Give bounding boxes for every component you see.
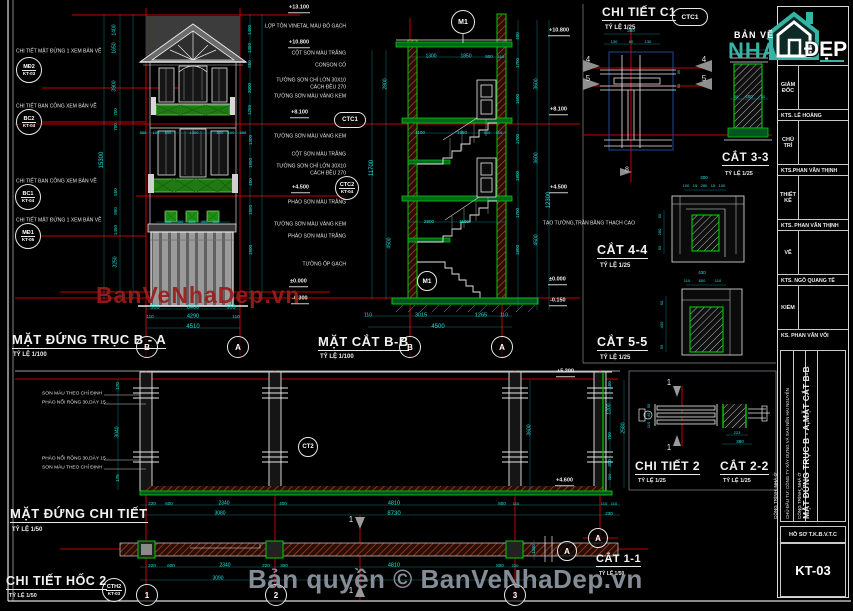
scale-cut-22: TỶ LỆ 1/25 [723,478,751,484]
detail-facade [104,371,625,516]
scale-cut-55: TỶ LỆ 1/25 [600,355,631,361]
scale-cut-11: TỶ LỆ 1/50 [599,571,625,577]
title-cut-11: CẮT 1-1 [596,553,642,567]
scale-detail-facade: TỶ LỆ 1/50 [12,527,43,533]
detail-2 [638,386,770,446]
title-section-bb: MẶT CẮT B-B [318,334,409,351]
cut-4-4 [663,189,745,263]
scale-detail-hoc2: TỶ LỆ 1/50 [9,593,37,599]
detail-hoc2-strip [119,517,620,597]
role-label: KIỂM [778,286,799,329]
role-name: KS. PHAN VĂN VỐI [778,329,848,341]
role-label: VẼ [778,231,799,274]
scale-elevation: TỶ LỆ 1/100 [13,352,47,358]
title-detail-c1: CHI TIẾT C1 [602,5,677,21]
brand-logo: BẢN VẼ NHÀ ĐẸP [726,10,848,66]
sheet-title-vertical: MẶT ĐỨNG TRỤC B - A,MẶT CẮT B-B [801,366,811,519]
scale-cut-33: TỶ LỆ 1/25 [725,171,753,177]
detail-c1 [583,33,712,176]
titleblock-row: VẼ KTS. NGÔ QUANG TẾ [778,230,848,285]
title-detail-facade: MẶT ĐỨNG CHI TIẾT [10,506,148,523]
role-name: KTS. PHAN VĂN THỊNH [778,219,848,231]
title-cut-22: CẮT 2-2 [720,459,769,475]
sheet-number: KT-03 [780,543,846,597]
titleblock-row: KIỂM KS. PHAN VĂN VỐI [778,285,848,340]
title-detail-hoc2: CHI TIẾT HỐC 2 [6,574,107,590]
logo-underline [820,60,844,62]
dossier-label: HỒ SƠ T.K.B.V.T.C [780,526,846,543]
cut-3-3 [724,49,772,141]
logo-line3: ĐẸP [804,38,848,61]
house-logo-icon [769,11,819,60]
scale-section-bb: TỶ LỆ 1/100 [320,354,354,360]
role-name: KTS. LÊ HOÀNG [778,109,848,121]
role-label: CHỦ TRÌ [778,121,799,164]
role-label: THIẾT KẾ [778,176,799,219]
watermark-center: BanVeNhaDep.vn [96,282,301,308]
project-box: CÔNG TRÌNH: NHÀ Ở CHỦ ĐẦU TƯ: CÔNG TY XÂ… [773,350,846,522]
title-elevation: MẶT ĐỨNG TRỤC B - A [12,332,167,349]
scale-cut-44: TỶ LỆ 1/25 [600,263,631,269]
logo-line1: BẢN VẼ [734,30,775,40]
scale-detail-c1: TỶ LỆ 1/25 [605,25,636,31]
titleblock-row: GIÁM ĐỐC KTS. LÊ HOÀNG [778,65,848,120]
watermark-bottom: Bản quyền © BanVeNhaDep.vn [248,564,643,594]
scale-detail-2: TỶ LỆ 1/25 [638,478,666,484]
titleblock-row: THIẾT KẾ KTS. PHAN VĂN THỊNH [778,175,848,230]
role-label: GIÁM ĐỐC [778,66,799,109]
role-name: KTS.PHAN VĂN THỊNH [778,164,848,176]
project-line: CÔNG TRÌNH: NHÀ Ở [773,472,778,519]
title-cut-44: CẮT 4-4 [597,243,648,259]
titleblock-row: CHỦ TRÌ KTS.PHAN VĂN THỊNH [778,120,848,175]
section-bb [368,13,550,328]
title-cut-55: CẮT 5-5 [597,335,648,351]
elevation-house [103,14,263,329]
title-detail-2: CHI TIẾT 2 [635,459,701,475]
cut-5-5 [665,284,743,356]
title-cut-33: CẮT 3-3 [722,152,769,166]
logo-line2: NHÀ [728,38,779,63]
title-block: GIÁM ĐỐC KTS. LÊ HOÀNG CHỦ TRÌ KTS.PHAN … [773,6,849,598]
role-name: KTS. NGÔ QUANG TẾ [778,274,848,286]
